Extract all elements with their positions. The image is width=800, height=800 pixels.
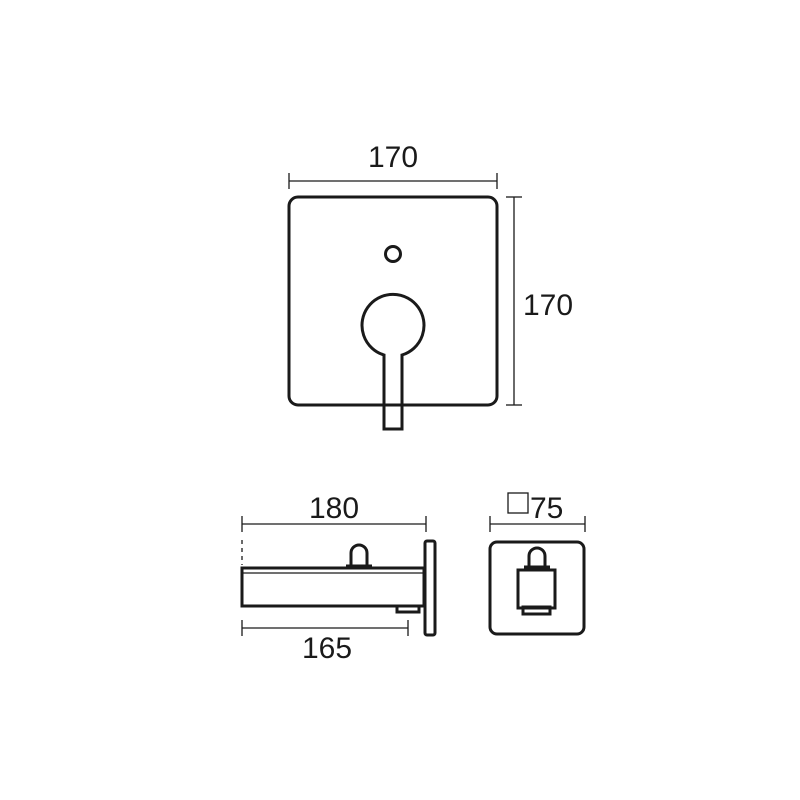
front-plate xyxy=(287,195,499,407)
front-width-dimension: 170 xyxy=(288,141,498,189)
section-label: 75 xyxy=(530,492,563,525)
side-view: 180 165 xyxy=(240,492,437,665)
section-dimension: 75 xyxy=(489,492,586,532)
spout-outlet xyxy=(395,604,421,614)
spout-end-view: 75 xyxy=(488,492,586,636)
spout-cross-section xyxy=(516,568,557,610)
front-height-dimension: 170 xyxy=(506,196,573,406)
end-plate xyxy=(488,540,586,636)
wall-flange xyxy=(423,539,437,637)
square-section-symbol xyxy=(507,492,529,514)
front-view: 170 170 xyxy=(287,141,573,431)
end-outlet xyxy=(521,605,552,616)
mixer-lever xyxy=(360,292,426,431)
side-overall-dimension: 180 xyxy=(241,492,427,532)
front-width-label: 170 xyxy=(368,141,418,174)
side-spout-label: 165 xyxy=(302,632,352,665)
spout-body xyxy=(240,566,426,608)
side-spout-dimension: 165 xyxy=(241,620,409,665)
front-height-label: 170 xyxy=(523,289,573,322)
diverter-knob xyxy=(349,543,369,565)
end-diverter-knob xyxy=(527,546,547,566)
side-overall-label: 180 xyxy=(309,492,359,525)
diverter-button xyxy=(384,245,402,263)
